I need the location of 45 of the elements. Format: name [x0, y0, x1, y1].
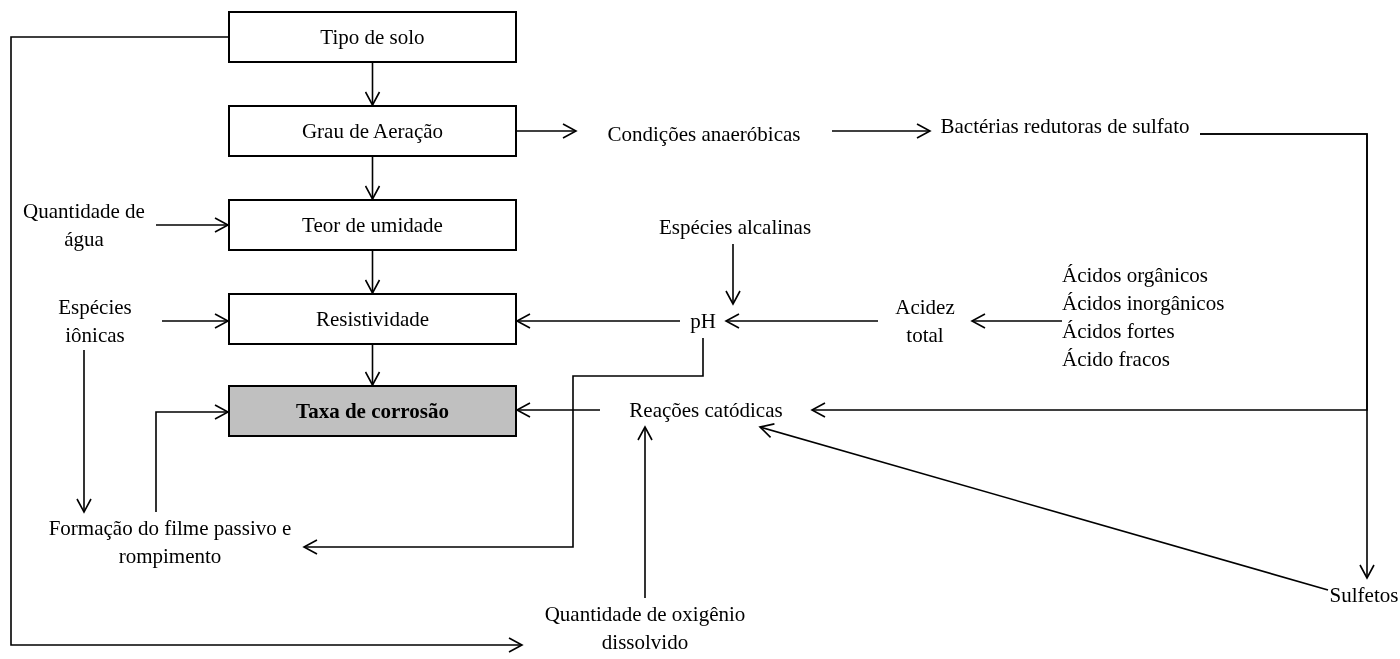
factor-label: Sulfetos: [1329, 582, 1399, 609]
box-label: Teor de umidade: [302, 212, 443, 239]
arrow: [516, 402, 601, 418]
result-box: [228, 385, 517, 437]
factor-label: Ácidos orgânicos: [1062, 262, 1208, 289]
box-label: Grau de Aeração: [301, 118, 444, 145]
arrow: [516, 123, 577, 139]
factor-label: Espécies alcalinas: [658, 214, 812, 241]
box-label: Taxa de corrosão: [296, 398, 449, 425]
arrow: [364, 250, 381, 294]
arrow: [971, 313, 1063, 329]
arrow: [759, 423, 1329, 591]
factor-label: Ácidos fortes: [1062, 318, 1175, 345]
arrow: [155, 404, 229, 513]
process-box: [228, 293, 517, 345]
factor-label: Bactérias redutoras de sulfato: [940, 113, 1190, 140]
factor-label: Quantidade de água: [22, 198, 146, 253]
box-label: Resistividade: [315, 306, 430, 333]
arrow: [725, 243, 741, 305]
arrow: [10, 36, 523, 653]
factor-label: pH: [690, 308, 716, 335]
factor-label: Reações catódicas: [629, 397, 783, 424]
process-box: [228, 105, 517, 157]
arrow: [364, 344, 381, 386]
arrow: [725, 313, 879, 329]
arrow: [516, 313, 681, 329]
arrow: [831, 123, 931, 139]
factor-label: Espécies iônicas: [57, 294, 133, 349]
process-box: [228, 11, 517, 63]
arrow: [303, 337, 704, 555]
box-label: Tipo de solo: [320, 24, 425, 51]
arrow: [1199, 133, 1375, 579]
factor-label: Ácido fracos: [1062, 346, 1170, 373]
factor-label: Quantidade de oxigênio dissolvido: [543, 601, 747, 656]
factor-label: Acidez total: [894, 294, 956, 349]
factor-label: Formação do filme passivo e rompimento: [47, 515, 293, 570]
arrow: [637, 426, 653, 599]
arrow: [364, 62, 381, 106]
arrow: [161, 313, 229, 329]
arrow: [76, 349, 92, 513]
factor-label: Ácidos inorgânicos: [1062, 290, 1225, 317]
process-box: [228, 199, 517, 251]
arrow: [155, 217, 229, 233]
arrow: [364, 156, 381, 200]
factor-label: Condições anaeróbicas: [607, 121, 801, 148]
